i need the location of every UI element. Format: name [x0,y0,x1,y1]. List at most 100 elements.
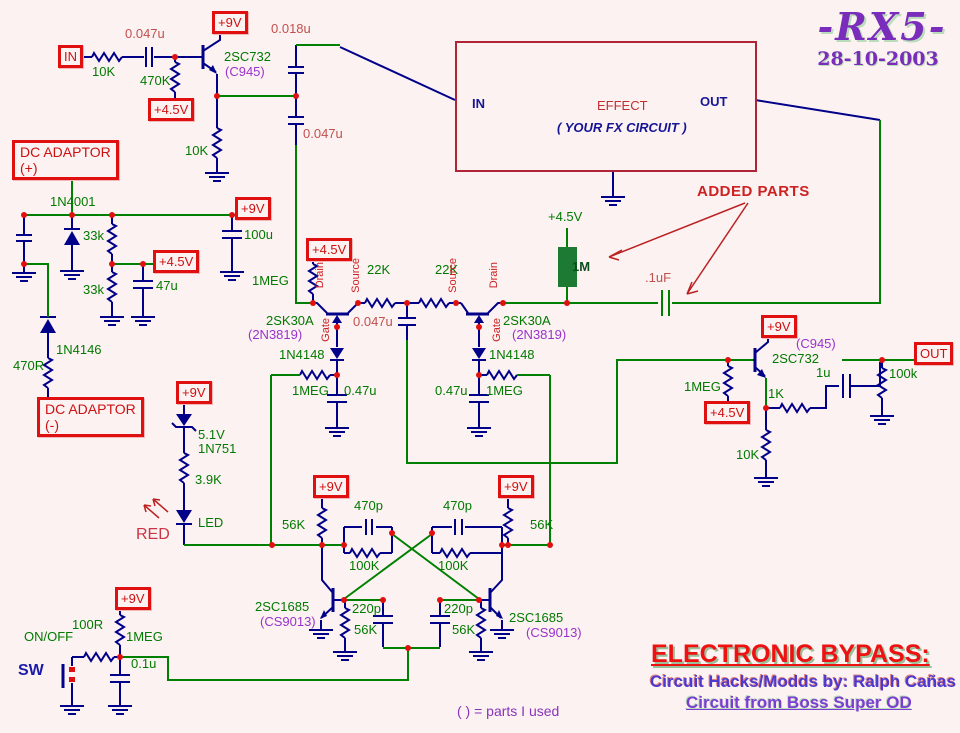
input-jack-label: IN [58,45,83,68]
supply-9v-led: +9V [176,381,212,404]
label-r-gate-2: 1MEG [486,383,523,398]
label-r-fb-left: 100K [349,558,380,573]
label-c-ff-right: 470p [443,498,472,513]
supply-9v-rail: +9V [235,197,271,220]
label-r-s2: 22K [435,262,459,277]
label-r-fb-right: 100K [438,558,469,573]
label-r-mute: 1M [572,259,591,274]
label-r-pull: 1MEG [126,629,163,644]
label-pin-drain-1: Drain [314,262,326,289]
label-r-led: 3.9K [195,472,222,487]
label-r-drain: 1MEG [252,273,289,288]
label-mute-supply: +4.5V [548,209,583,224]
label-q-out: 2SC732 [772,351,819,366]
label-d-gate-1: 1N4148 [279,347,325,362]
label-r-bias-in: 470K [140,73,171,88]
label-r-s1: 22K [367,262,391,277]
label-on-off: ON/OFF [24,629,74,644]
label-c-src: 0.047u [353,314,393,329]
parts-note: ( ) = parts I used [457,703,560,719]
label-r-b-out: 1MEG [684,379,721,394]
label-q-in: 2SC732 [224,49,271,64]
supply-9v-ff-right: +9V [498,475,534,498]
label-q-ff-right: 2SC1685 [509,610,564,625]
label-zener: 1N751 [198,441,237,456]
supply-4v5-drain: +4.5V [306,238,353,261]
supply-4v5-out: +4.5V [704,401,751,424]
label-c-trig-left: 220p [352,601,381,616]
supply-4v5-rail: +4.5V [153,250,200,273]
label-r-b-ff-right: 56K [452,622,476,637]
label-pin-source-1: Source [350,258,362,293]
supply-9v-q1: +9V [212,11,248,34]
source-line: Circuit from Boss Super OD [686,693,912,712]
credit-line: Circuit Hacks/Modds by: Ralph Cañas [650,672,957,691]
label-r-gate-1: 1MEG [292,383,329,398]
label-pin-gate-2: Gate [491,318,503,342]
label-switch: SW [18,662,44,679]
label-r-e2-out: 10K [736,447,760,462]
supply-9v-ff-left: +9V [313,475,349,498]
label-r-c-ff-left: 56K [282,517,306,532]
dc-adaptor-pos: DC ADAPTOR (+) [12,140,119,180]
label-r-c-ff-right: 56K [530,517,554,532]
label-pin-drain-2: Drain [488,262,500,289]
label-pin-gate-1: Gate [320,318,332,342]
label-r-e1-out: 1K [768,386,784,401]
label-r-neg: 470R [13,358,45,373]
label-r-in: 10K [92,64,116,79]
effect-out-label: OUT [700,94,728,109]
label-q-in-alt: (C945) [225,64,265,79]
label-c-gate-2: 0.47u [435,383,468,398]
label-c-sw: 0.1u [131,656,157,671]
label-r-sw: 100R [72,617,104,632]
label-c-out: 1u [816,365,831,380]
label-pin-source-2: Source [447,258,459,293]
label-d-protect: 1N4001 [50,194,96,209]
supply-9v-out: +9V [761,315,797,338]
effect-in-label: IN [472,96,485,111]
label-c-in: 0.047u [125,26,165,41]
effect-title: EFFECT [597,98,648,113]
label-r-b-ff-left: 56K [354,622,378,637]
label-c-couple1: 0.018u [271,21,311,36]
logo-date: 28-10-2003 [817,48,939,70]
label-jfet-2: 2SK30A [503,313,551,328]
label-c-gate-1: 0.47u [344,383,377,398]
label-jfet-1: 2SK30A [266,313,314,328]
label-r-div2: 33k [83,282,104,297]
label-jfet-1-alt: (2N3819) [248,327,303,342]
effect-subtitle: ( YOUR FX CIRCUIT ) [557,120,687,135]
effect-loop-box: IN EFFECT OUT ( YOUR FX CIRCUIT ) [455,41,757,172]
added-parts-label: ADDED PARTS [697,183,810,200]
dc-adaptor-neg: DC ADAPTOR (-) [37,397,144,437]
label-d-neg: 1N4146 [56,342,102,357]
supply-9v-sw: +9V [115,587,151,610]
label-q-out-alt: (C945) [796,336,836,351]
label-c-mute: .1uF [645,270,672,285]
label-d-gate-2: 1N4148 [489,347,535,362]
label-r-load: 100k [889,366,918,381]
label-zener-v: 5.1V [198,427,225,442]
label-r-div1: 33k [83,228,104,243]
label-jfet-2-alt: (2N3819) [512,327,567,342]
label-q-ff-left-alt: (CS9013) [260,614,316,629]
label-led: LED [198,515,224,530]
dc-pos-line1: DC ADAPTOR [20,144,111,160]
label-r-e-in: 10K [185,143,209,158]
label-c-bias: 47u [156,278,178,293]
label-c-couple2: 0.047u [303,126,343,141]
logo-rx5: -RX5- [817,4,947,49]
label-q-ff-right-alt: (CS9013) [526,625,582,640]
supply-4v5-q1: +4.5V [148,98,195,121]
label-c-filter: 100u [244,227,273,242]
label-led-color: RED [136,526,170,543]
dc-neg-line2: (-) [45,417,59,433]
dc-neg-line1: DC ADAPTOR [45,401,136,417]
dc-pos-line2: (+) [20,160,38,176]
label-c-ff-left: 470p [354,498,383,513]
output-jack-label: OUT [914,342,954,365]
label-q-ff-left: 2SC1685 [255,599,310,614]
